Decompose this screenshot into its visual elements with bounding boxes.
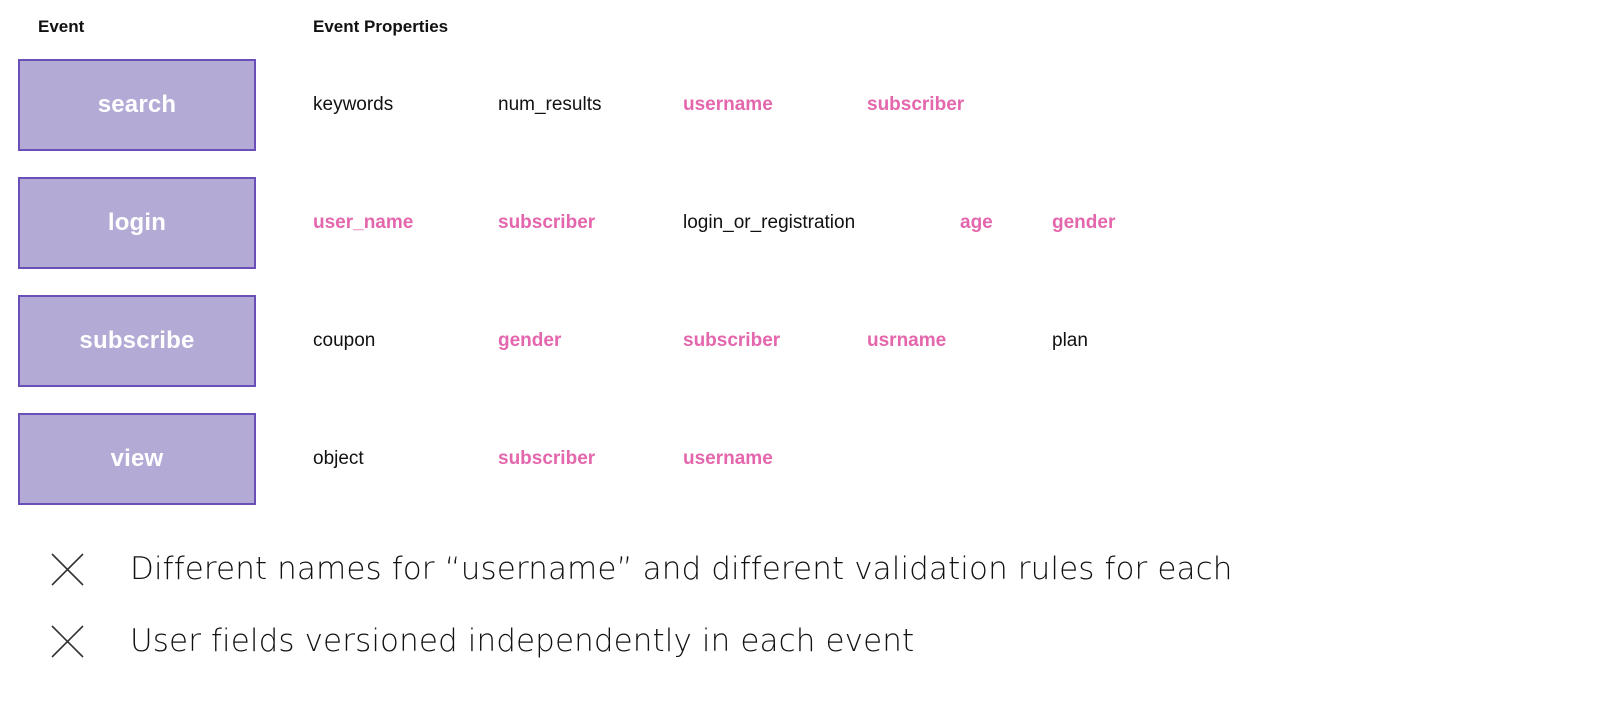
note-different-names: Different names for “username” and diffe… bbox=[0, 549, 1600, 589]
property-label: num_results bbox=[498, 94, 602, 115]
event-row-subscribe: subscribe coupon gender subscriber usrna… bbox=[0, 295, 1600, 387]
property-label: login_or_registration bbox=[683, 212, 856, 233]
x-mark-icon bbox=[51, 625, 84, 658]
property-label-highlighted: subscriber bbox=[498, 448, 596, 469]
event-row-search: search keywords num_results username sub… bbox=[0, 59, 1600, 151]
event-box: login bbox=[18, 177, 256, 269]
property-label-highlighted: username bbox=[683, 448, 773, 469]
note-versioned-independently: User fields versioned independently in e… bbox=[0, 621, 1600, 661]
note-text: Different names for “username” and diffe… bbox=[130, 551, 1233, 587]
property-label-highlighted: gender bbox=[498, 330, 562, 351]
property-label: object bbox=[313, 448, 364, 469]
property-label-highlighted: age bbox=[960, 212, 993, 233]
event-label: subscribe bbox=[79, 327, 195, 354]
event-box: subscribe bbox=[18, 295, 256, 387]
property-label-highlighted: user_name bbox=[313, 212, 414, 233]
event-row-view: view object subscriber username bbox=[0, 413, 1600, 505]
property-label-highlighted: usrname bbox=[867, 330, 947, 351]
event-label: view bbox=[110, 445, 164, 472]
event-row-login: login user_name subscriber login_or_regi… bbox=[0, 177, 1600, 269]
property-label: plan bbox=[1052, 330, 1088, 351]
event-properties-column-header: Event Properties bbox=[313, 17, 449, 36]
event-column-header: Event bbox=[38, 17, 85, 36]
x-mark-icon bbox=[51, 553, 84, 586]
property-label-highlighted: subscriber bbox=[683, 330, 781, 351]
property-label-highlighted: subscriber bbox=[498, 212, 596, 233]
property-label: coupon bbox=[313, 330, 376, 351]
note-text: User fields versioned independently in e… bbox=[130, 623, 915, 659]
event-label: login bbox=[107, 209, 167, 236]
property-label-highlighted: username bbox=[683, 94, 773, 115]
property-label-highlighted: subscriber bbox=[867, 94, 965, 115]
event-label: search bbox=[97, 91, 177, 118]
property-label: keywords bbox=[313, 94, 394, 115]
event-box: view bbox=[18, 413, 256, 505]
event-box: search bbox=[18, 59, 256, 151]
property-label-highlighted: gender bbox=[1052, 212, 1116, 233]
